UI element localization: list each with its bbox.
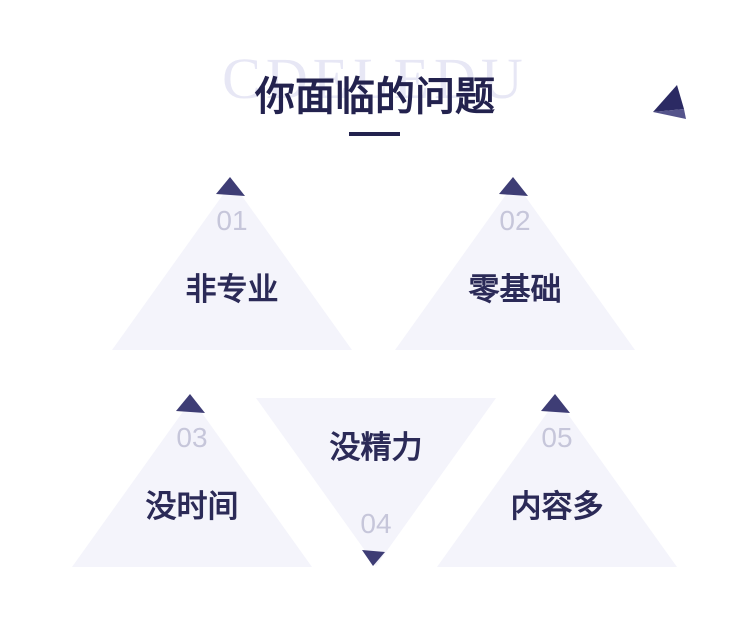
problem-number: 04	[360, 508, 392, 539]
problem-number: 02	[499, 205, 531, 236]
problem-number: 01	[216, 205, 248, 236]
page-title: 你面临的问题	[255, 75, 495, 119]
problem-label: 零基础	[468, 272, 562, 307]
problem-label: 没精力	[329, 430, 423, 465]
tetrahedron-arrow-icon	[653, 85, 686, 119]
apex-cap-icon	[216, 177, 245, 196]
problem-label: 非专业	[185, 272, 279, 307]
problem-card-03: 03 没时间	[72, 394, 312, 567]
bottom-cap-icon	[362, 550, 385, 566]
apex-cap-icon	[499, 177, 528, 196]
apex-cap-icon	[176, 394, 205, 413]
problem-card-05: 05 内容多	[437, 394, 677, 567]
apex-cap-icon	[541, 394, 570, 413]
problem-label: 没时间	[145, 489, 239, 524]
problem-card-01: 01 非专业	[112, 177, 352, 350]
problem-number: 05	[541, 422, 573, 453]
problem-card-02: 02 零基础	[395, 177, 635, 350]
title-underline	[349, 132, 400, 136]
brand-watermark: CDELEDU	[222, 46, 528, 111]
problem-label: 内容多	[510, 489, 604, 524]
problem-number: 03	[176, 422, 208, 453]
problem-card-04: 没精力 04	[256, 398, 496, 566]
